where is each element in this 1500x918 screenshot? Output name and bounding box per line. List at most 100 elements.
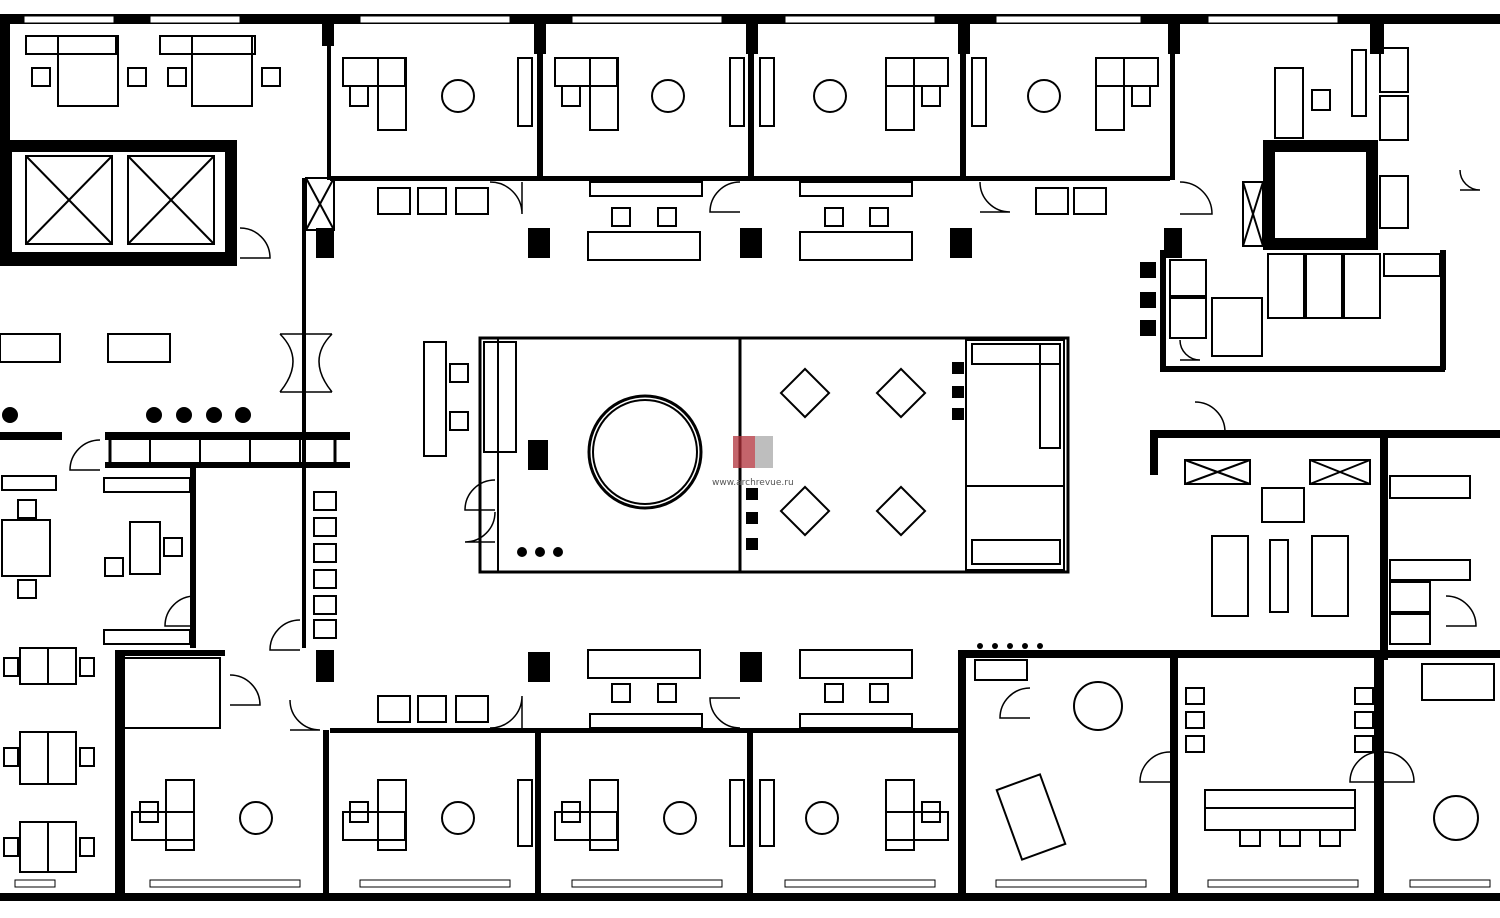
chair xyxy=(377,187,411,215)
window-strip xyxy=(23,15,115,24)
top-outer-wall xyxy=(0,14,1500,24)
desk xyxy=(589,57,619,131)
chair xyxy=(824,207,844,227)
door-swing xyxy=(1459,169,1481,191)
chair xyxy=(1185,687,1205,705)
plant xyxy=(1007,643,1013,649)
chair xyxy=(1131,85,1151,107)
round-table xyxy=(1073,681,1123,731)
desk xyxy=(0,333,61,363)
chair xyxy=(1319,829,1341,847)
door-swing xyxy=(164,595,196,627)
partition xyxy=(960,24,966,180)
window-strip xyxy=(149,879,301,888)
desk xyxy=(587,649,701,679)
chair xyxy=(921,85,941,107)
plant xyxy=(992,643,998,649)
right-wing-corridor-wall xyxy=(1150,430,1158,475)
watermark-url: www.archrevue.ru xyxy=(712,478,794,488)
plant xyxy=(553,547,563,557)
window-strip xyxy=(571,879,723,888)
bottom-outer-wall xyxy=(0,893,1500,901)
conference-block xyxy=(478,336,1070,574)
door-swing xyxy=(1194,401,1226,433)
chair xyxy=(3,837,19,857)
chair xyxy=(561,801,581,823)
column xyxy=(528,652,550,682)
partition xyxy=(1170,24,1175,180)
chair xyxy=(611,683,631,703)
chair xyxy=(377,695,411,723)
chair xyxy=(657,683,677,703)
window-strip xyxy=(995,15,1142,24)
door-swing xyxy=(229,674,261,706)
elevator-car xyxy=(25,155,113,245)
wc-stall xyxy=(1389,559,1471,581)
door-swing xyxy=(289,699,321,731)
chair xyxy=(313,491,337,511)
vent xyxy=(1140,292,1156,308)
round-table xyxy=(441,79,475,113)
window-strip xyxy=(1409,879,1491,888)
desk xyxy=(165,779,195,851)
desk xyxy=(1,519,51,577)
door-swing xyxy=(1179,181,1213,215)
chair xyxy=(1354,687,1374,705)
stair-shaft xyxy=(1242,181,1264,247)
plant xyxy=(2,407,18,423)
chair xyxy=(3,657,19,677)
column xyxy=(740,652,762,682)
armchair xyxy=(1261,487,1305,523)
chair xyxy=(869,683,889,703)
left-outer-wall xyxy=(0,14,10,142)
plant xyxy=(146,407,162,423)
window-strip xyxy=(359,879,511,888)
chair xyxy=(1311,89,1331,111)
chair xyxy=(3,747,19,767)
door-swing xyxy=(69,439,101,471)
door-swing xyxy=(1445,595,1477,627)
coffee-table xyxy=(1269,539,1289,613)
chair xyxy=(657,207,677,227)
reception-counter xyxy=(108,436,337,468)
storage xyxy=(759,57,775,127)
left-lobby-wall xyxy=(0,432,62,440)
door-swing xyxy=(1139,751,1171,783)
left-office-wall xyxy=(190,468,196,648)
desk xyxy=(995,773,1067,861)
chair xyxy=(313,543,337,563)
door-swing xyxy=(709,181,741,213)
storage xyxy=(1184,459,1251,485)
vestibule-wall xyxy=(302,178,306,648)
vent xyxy=(952,408,964,420)
wc-stall xyxy=(974,659,1028,681)
counter xyxy=(799,181,913,197)
round-table xyxy=(1433,795,1479,841)
watermark-logo-box xyxy=(755,436,773,468)
desk xyxy=(191,35,253,107)
storage xyxy=(517,779,533,847)
plant xyxy=(535,547,545,557)
door-swing xyxy=(1383,751,1415,783)
vent xyxy=(1140,320,1156,336)
window-strip xyxy=(149,15,241,24)
left-lobby-wall xyxy=(105,432,350,440)
chair xyxy=(1035,187,1069,215)
elevator-core-wall-left xyxy=(0,140,12,266)
chair xyxy=(1354,735,1374,753)
chair xyxy=(561,85,581,107)
shaft-wall xyxy=(1263,140,1275,250)
window-strip xyxy=(995,879,1147,888)
chair xyxy=(313,595,337,615)
plant xyxy=(1037,643,1043,649)
column xyxy=(950,228,972,258)
watermark-logo-box xyxy=(733,436,755,468)
desk xyxy=(377,57,407,131)
partition xyxy=(747,730,753,895)
door-swing xyxy=(979,181,1011,213)
desk xyxy=(589,779,619,851)
chair xyxy=(31,67,51,87)
chair xyxy=(139,801,159,823)
elevator-car xyxy=(127,155,215,245)
bottom-offices-corridor-wall xyxy=(330,728,960,733)
